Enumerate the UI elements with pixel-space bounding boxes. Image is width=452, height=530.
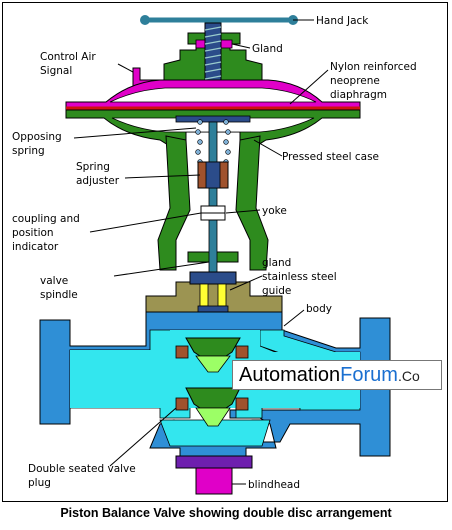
label-coupling-2: position xyxy=(12,227,54,239)
label-valve-1: valve xyxy=(40,275,68,287)
screw-stem xyxy=(204,22,222,96)
blindhead-part xyxy=(175,455,253,495)
brand-part-3: .Co xyxy=(397,368,420,384)
leader-lines xyxy=(73,19,329,485)
valve-body xyxy=(39,311,391,457)
figure-caption: Piston Balance Valve showing double disc… xyxy=(60,506,392,520)
label-coupling-3: indicator xyxy=(12,241,59,253)
label-double-1: Double seated valve xyxy=(28,463,136,475)
label-control-air-1: Control Air xyxy=(40,51,96,63)
hand-jack xyxy=(140,15,298,25)
spring-adjuster-part xyxy=(197,161,229,189)
label-opposing-1: Opposing xyxy=(12,131,62,143)
coupling xyxy=(200,205,226,221)
label-blindhead: blindhead xyxy=(248,479,300,491)
label-yoke: yoke xyxy=(262,205,287,217)
brand-part-1: Automation xyxy=(239,364,341,386)
label-nylon-3: diaphragm xyxy=(330,89,387,101)
label-opposing-2: spring xyxy=(12,145,45,157)
label-spring-adj-1: Spring xyxy=(76,161,110,173)
label-control-air-2: Signal xyxy=(40,65,72,77)
label-gland-2: stainless steel xyxy=(262,271,337,283)
label-hand-jack: Hand Jack xyxy=(316,15,369,27)
label-gland-1: gland xyxy=(262,257,291,269)
label-body: body xyxy=(306,303,332,315)
label-coupling-1: coupling and xyxy=(12,213,80,225)
label-valve-2: spindle xyxy=(40,289,78,301)
label-nylon-1: Nylon reinforced xyxy=(330,61,417,73)
label-spring-adj-2: adjuster xyxy=(76,175,120,187)
label-gland-top: Gland xyxy=(252,43,283,55)
label-gland-3: guide xyxy=(262,285,291,297)
label-nylon-2: neoprene xyxy=(330,75,380,87)
valve-discs xyxy=(175,337,249,427)
label-double-2: plug xyxy=(28,477,51,489)
label-pressed-steel: Pressed steel case xyxy=(282,151,379,163)
diaphragm-upper-case xyxy=(65,79,361,111)
brand-part-2: Forum xyxy=(340,364,398,386)
brand-watermark: AutomationForum.Co xyxy=(232,360,442,390)
